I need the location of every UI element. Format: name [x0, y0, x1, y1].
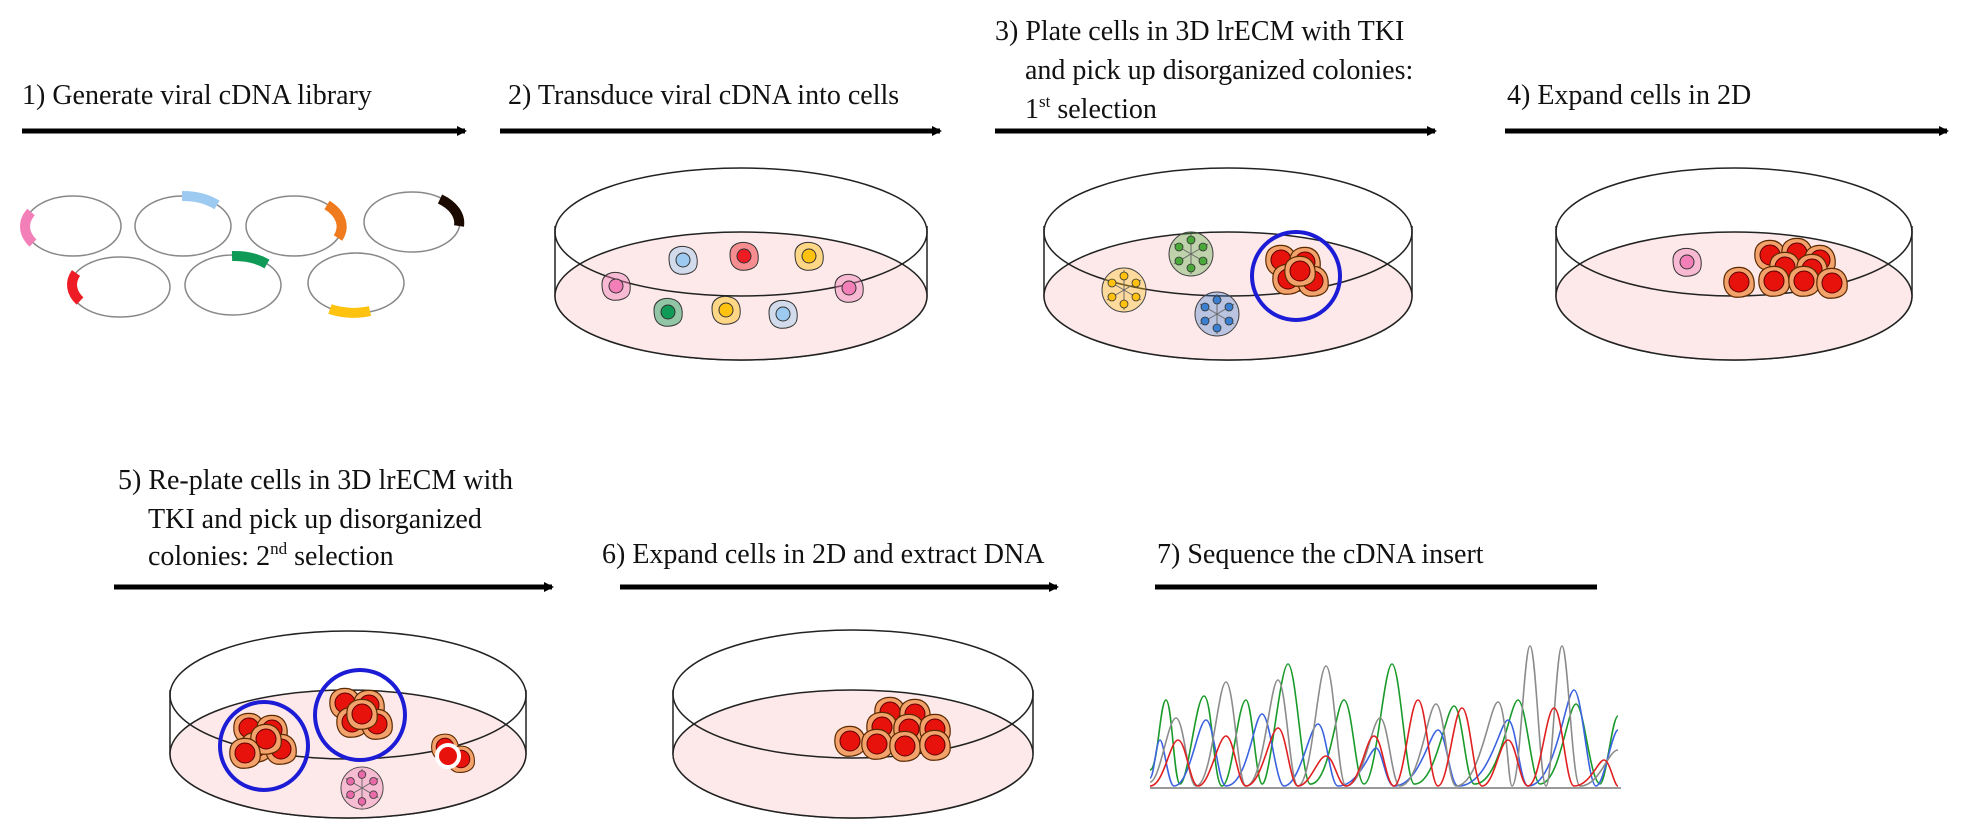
plasmid-ring-icon [184, 250, 282, 316]
plasmid-ring-icon [363, 191, 465, 253]
trace-green [1149, 663, 1619, 787]
plasmid-library [20, 190, 465, 318]
step-7-label: 7) Sequence the cDNA insert [1157, 539, 1484, 570]
step-6-label: 6) Expand cells in 2D and extract DNA [602, 539, 1045, 570]
petri-dish-icon [672, 629, 1034, 819]
petri-dish-icon [169, 630, 527, 819]
trace-red [1149, 699, 1619, 787]
plasmid-ring-icon [67, 256, 171, 318]
colony-icon [1101, 267, 1147, 313]
colony [431, 733, 475, 773]
plasmid-ring-icon [307, 252, 405, 318]
cell-icon [668, 245, 698, 275]
cell-icon [601, 271, 631, 301]
cell-icon [834, 273, 864, 303]
petri-dish-icon [554, 167, 928, 361]
petri-dish-icon [1043, 167, 1413, 361]
plasmid-ring-icon [134, 190, 232, 257]
petri-dish-icon [1555, 167, 1913, 361]
selection-circle-icon [218, 700, 310, 792]
cell-icon [729, 241, 759, 271]
step-5-label-line-1: 5) Re-plate cells in 3D lrECM with [118, 465, 513, 496]
step-1-label: 1) Generate viral cDNA library [22, 80, 372, 111]
step-2-label: 2) Transduce viral cDNA into cells [508, 80, 899, 111]
step-4-label: 4) Expand cells in 2D [1507, 80, 1751, 111]
cell-icon [768, 299, 798, 329]
cell-icon [653, 297, 683, 327]
cell-icon [794, 241, 824, 271]
trace-blue [1149, 689, 1619, 787]
step-5-label-line-2: TKI and pick up disorganized [148, 504, 482, 535]
trace-gray [1149, 645, 1619, 787]
chromatogram-icon [1149, 645, 1621, 789]
colony-icon [1168, 231, 1214, 277]
cell-icon [1672, 247, 1702, 277]
plasmid-ring-icon [20, 195, 122, 257]
cell-icon [711, 295, 741, 325]
step-3-label-line-1: 3) Plate cells in 3D lrECM with TKI [995, 16, 1404, 47]
step-3-label-line-2: and pick up disorganized colonies: [1025, 55, 1413, 86]
selection-circle-icon [1250, 230, 1342, 322]
colony-icon [1194, 291, 1240, 337]
step-3-label-line-3: 1st selection [1025, 92, 1157, 125]
colony-icon [340, 766, 384, 810]
selection-circle-icon [313, 668, 407, 762]
step-5-label-line-3: colonies: 2nd selection [148, 539, 394, 572]
plasmid-ring-icon [245, 195, 347, 257]
